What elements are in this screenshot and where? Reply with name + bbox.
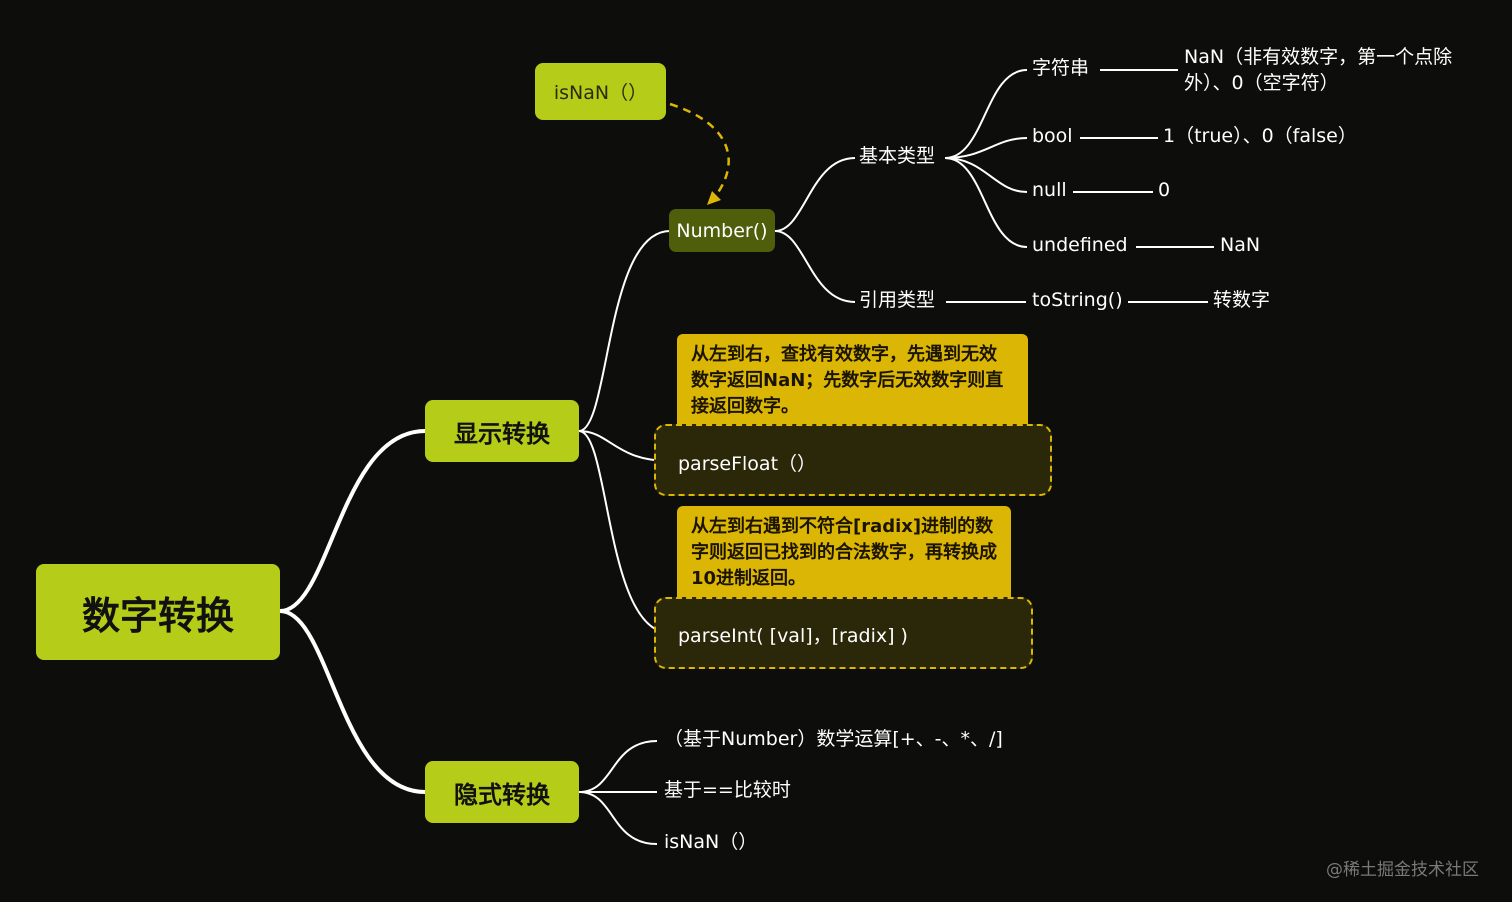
isnan-to-number-arrow [669,102,730,199]
primitive-key-null[interactable]: null [1032,179,1067,201]
implicit-item-isnan[interactable]: isNaN（） [664,831,758,853]
primitive-key-string[interactable]: 字符串 [1032,57,1090,79]
branch-implicit[interactable]: 隐式转换 [425,761,579,823]
primitive-result-bool[interactable]: 1（true）、0（false） [1163,125,1357,147]
parsefloat-box[interactable] [654,424,1052,496]
link-primitive-undefined [944,157,1028,248]
reference-type-label[interactable]: 引用类型 [859,289,936,311]
link-number-primitive [774,157,856,232]
branch-explicit[interactable]: 显示转换 [425,400,579,462]
link-explicit-parseint [578,430,671,634]
primitive-key-undefined[interactable]: undefined [1032,234,1128,256]
link-root-implicit [279,609,426,794]
parseint-box[interactable] [654,597,1033,669]
implicit-item-math[interactable]: （基于Number）数学运算[+、-、*、/] [664,728,1003,750]
watermark: @稀土掘金技术社区 [1326,860,1479,880]
primitive-type-label[interactable]: 基本类型 [859,145,936,167]
parsefloat-note: 从左到右，查找有效数字，先遇到无效数字返回NaN；先数字后无效数字则直接返回数字… [677,334,1028,426]
number-function-node[interactable]: Number() [669,209,775,252]
isnan-hint-node[interactable]: isNaN（） [535,63,666,120]
link-number-reference [774,230,856,303]
link-root-explicit [279,429,426,613]
link-implicit-math [578,740,658,793]
primitive-result-null[interactable]: 0 [1158,179,1171,201]
primitive-key-bool[interactable]: bool [1032,125,1073,147]
arrowhead-icon [707,191,721,205]
reference-result-label[interactable]: 转数字 [1213,289,1271,311]
link-primitive-string [944,69,1028,159]
parseint-label[interactable]: parseInt( [val]，[radix] ) [678,625,908,647]
link-implicit-isnan [578,791,658,845]
primitive-result-undefined[interactable]: NaN [1220,234,1261,256]
primitive-result-string[interactable]: NaN（非有效数字，第一个点除外）、0（空字符） [1184,46,1453,94]
link-primitive-null [944,157,1028,193]
link-primitive-bool [944,137,1028,159]
reference-method-label[interactable]: toString() [1032,289,1123,311]
parseint-note: 从左到右遇到不符合[radix]进制的数字则返回已找到的合法数字，再转换成10进… [677,506,1011,599]
implicit-item-compare[interactable]: 基于==比较时 [664,779,791,801]
link-explicit-number [578,230,671,432]
root-node[interactable]: 数字转换 [36,564,280,660]
parsefloat-label[interactable]: parseFloat（） [678,453,817,475]
